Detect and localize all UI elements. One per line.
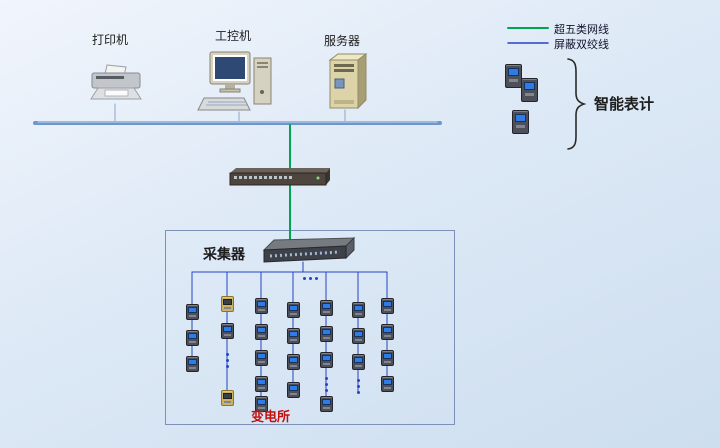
printer-icon (85, 64, 147, 110)
smart-meters-label: 智能表计 (594, 95, 655, 113)
server-label: 服务器 (324, 34, 361, 48)
legend-cat5-label: 超五类网线 (554, 23, 609, 36)
substation-box (165, 230, 455, 425)
collector-label: 采集器 (203, 247, 245, 263)
workstation-icon (196, 48, 280, 118)
legend-stp-label: 屏蔽双绞线 (554, 38, 609, 51)
substation-label: 变电所 (251, 410, 291, 425)
brace-icon (566, 58, 590, 154)
switch-icon (228, 166, 332, 192)
collector-icon (262, 234, 356, 270)
server-icon (322, 52, 372, 116)
workstation-label: 工控机 (215, 29, 252, 43)
printer-label: 打印机 (92, 33, 129, 47)
